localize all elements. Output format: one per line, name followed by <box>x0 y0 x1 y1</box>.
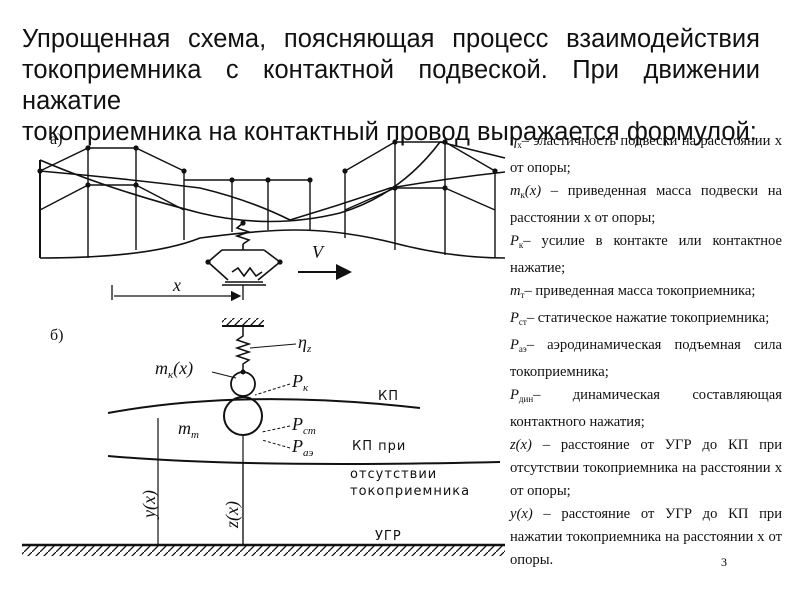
definition-item: Pст– статическое нажатие токоприемника; <box>510 310 770 327</box>
ugr-label: УГР <box>375 529 402 544</box>
definition-item: Pаэ– аэродинамическая подъемная сила ток… <box>510 337 782 380</box>
top-fixing-hatch <box>222 318 264 326</box>
pantograph-nodes-a <box>205 220 283 265</box>
mass-mk-top-node <box>240 369 246 375</box>
velocity-label: V <box>312 242 325 262</box>
ground-hatch <box>22 546 505 556</box>
mk-leader <box>211 371 237 379</box>
pst-leader <box>261 425 291 433</box>
title-line-3: токоприемника на контактный провод выраж… <box>22 118 757 146</box>
pantograph-a <box>207 222 281 286</box>
pae-leader <box>261 439 291 449</box>
zx-label: z(x) <box>222 501 243 529</box>
kp-curve <box>107 398 421 414</box>
mass-mt <box>223 396 263 436</box>
messenger-wire <box>39 141 506 223</box>
mk-label: mк(x) <box>155 358 193 381</box>
x-label: x <box>172 275 181 295</box>
x-dimension <box>111 285 244 302</box>
tokopr-label: токоприемника <box>350 484 470 499</box>
pk-label: Pк <box>291 371 309 394</box>
yx-label: y(x) <box>139 490 160 520</box>
contact-wire <box>39 170 506 259</box>
definition-item: ηx– эластичность подвески на расстоянии … <box>510 133 782 176</box>
definition-item: z(x) – расстояние от УГР до КП при отсут… <box>510 437 782 499</box>
eta-label: ηz <box>298 332 312 355</box>
mt-label: mт <box>178 418 199 441</box>
eta-leader <box>249 343 297 349</box>
dropper-nodes <box>37 139 498 191</box>
pae-label: Pаэ <box>291 436 314 459</box>
pk-leader <box>254 383 291 396</box>
definition-item: Pк– усилие в контакте или контактное наж… <box>510 233 782 276</box>
spring-eta <box>234 326 252 372</box>
label-part-a: а) <box>50 131 62 148</box>
definition-item: Pдин– динамическая составляющая контактн… <box>510 387 782 430</box>
kp-pri-label: КП при <box>352 439 406 454</box>
definition-item: y(x) – расстояние от УГР до КП при нажат… <box>510 506 782 568</box>
definition-item: mт– приведенная масса токоприемника; <box>510 283 756 300</box>
title-line-1: Упрощенная схема, поясняющая процесс вза… <box>22 25 760 53</box>
definitions-list: ηx– эластичность подвески на расстоянии … <box>510 130 782 572</box>
title-line-2: токоприемника с контактной подвеской. Пр… <box>22 56 760 115</box>
slide-title: Упрощенная схема, поясняющая процесс вза… <box>22 24 760 148</box>
droppers <box>39 141 496 258</box>
pst-label: Pст <box>291 414 316 437</box>
label-part-b: б) <box>50 327 63 344</box>
otsut-label: отсутствии <box>350 467 437 482</box>
mass-mk <box>230 371 256 397</box>
page-number: 3 <box>721 555 727 569</box>
kp-label: КП <box>378 389 399 404</box>
kp-no-pantograph-curve <box>107 455 501 465</box>
definition-item: mк(x) – приведенная масса подвески на ра… <box>510 183 782 226</box>
